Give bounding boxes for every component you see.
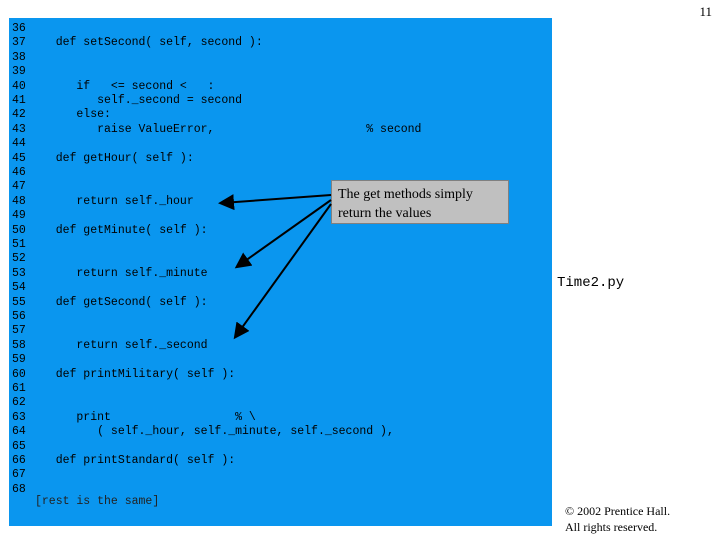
- line-number: 40: [12, 79, 26, 93]
- line-number: 55: [12, 295, 26, 309]
- code-text: if <= second < :: [35, 79, 215, 93]
- code-line: 53 return self._minute: [9, 267, 549, 281]
- code-line: 41 self._second = second: [9, 94, 549, 108]
- code-line: 61: [9, 382, 549, 396]
- code-line: 45 def getHour( self ):: [9, 152, 549, 166]
- code-line: 49: [9, 209, 549, 223]
- code-text: raise ValueError, % second: [35, 122, 422, 136]
- code-text: def getHour( self ):: [35, 151, 194, 165]
- copyright-notice: © 2002 Prentice Hall. All rights reserve…: [565, 503, 670, 535]
- code-text: ( self._hour, self._minute, self._second…: [35, 425, 394, 439]
- code-line: 43 raise ValueError, % second: [9, 123, 549, 137]
- code-line: 63 print % \: [9, 411, 549, 425]
- line-number: 50: [12, 223, 26, 237]
- line-number: 67: [12, 468, 26, 482]
- arrow-to-return-minute: [234, 199, 332, 269]
- code-line: 55 def getSecond( self ):: [9, 296, 549, 310]
- code-line: 42 else:: [9, 108, 549, 122]
- copyright-line-1: © 2002 Prentice Hall.: [565, 504, 671, 518]
- code-line: 51: [9, 238, 549, 252]
- code-line: 67: [9, 468, 549, 482]
- code-line: 62: [9, 396, 549, 410]
- code-line: 50 def getMinute( self ):: [9, 224, 549, 238]
- line-number: 52: [12, 252, 26, 266]
- code-text: def getSecond( self ):: [35, 295, 208, 309]
- line-number: 38: [12, 50, 26, 64]
- line-number: 49: [12, 209, 26, 223]
- code-line: 65: [9, 440, 549, 454]
- code-line: 56: [9, 310, 549, 324]
- code-line: 44: [9, 137, 549, 151]
- line-number: 59: [12, 353, 26, 367]
- code-text: return self._second: [35, 338, 208, 352]
- line-number: 46: [12, 166, 26, 179]
- code-text: return self._hour: [35, 194, 194, 208]
- line-number: 56: [12, 310, 26, 323]
- line-number: 66: [12, 454, 26, 467]
- line-number: 44: [12, 137, 26, 151]
- line-number: 48: [12, 194, 26, 208]
- code-text: print % \: [35, 410, 256, 424]
- code-text: else:: [35, 108, 111, 122]
- code-text: def printMilitary( self ):: [35, 367, 236, 381]
- code-line: 59: [9, 353, 549, 367]
- code-line: 37 def setSecond( self, second ):: [9, 36, 549, 50]
- code-line: 54: [9, 281, 549, 295]
- code-line: 39: [9, 65, 549, 79]
- code-text: return self._minute: [35, 266, 208, 280]
- code-text: def getMinute( self ):: [35, 223, 208, 237]
- line-number: 57: [12, 324, 26, 338]
- line-number: 58: [12, 338, 26, 352]
- code-line: 36: [9, 22, 549, 36]
- code-line: 68: [9, 483, 549, 497]
- filename-label: Time2.py: [557, 275, 625, 291]
- line-number: 41: [12, 94, 26, 107]
- code-line: 57: [9, 324, 549, 338]
- page-number: 11: [699, 4, 712, 19]
- line-number: 60: [12, 367, 26, 381]
- line-number: 39: [12, 65, 26, 79]
- code-line: 40 if <= second < :: [9, 80, 549, 94]
- code-line: 47: [9, 180, 549, 194]
- line-number: 54: [12, 281, 26, 295]
- line-number: 43: [12, 122, 26, 136]
- code-text: def setSecond( self, second ):: [35, 36, 263, 50]
- line-number: 61: [12, 382, 26, 395]
- line-number: 53: [12, 266, 26, 280]
- line-number: 45: [12, 151, 26, 165]
- copyright-line-2: All rights reserved.: [565, 520, 658, 534]
- line-number: 51: [12, 238, 26, 251]
- rest-note: [rest is the same]: [35, 495, 160, 508]
- code-line: 66 def printStandard( self ):: [9, 454, 549, 468]
- code-line: 60 def printMilitary( self ):: [9, 368, 549, 382]
- line-number: 47: [12, 180, 26, 194]
- line-number: 64: [12, 425, 26, 439]
- line-number: 63: [12, 410, 26, 424]
- line-number: 42: [12, 108, 26, 122]
- code-text: self._second = second: [35, 94, 243, 107]
- code-line: 52: [9, 252, 549, 266]
- line-number: 62: [12, 396, 26, 410]
- code-text: def printStandard( self ):: [35, 454, 236, 467]
- code-line: 48 return self._hour: [9, 195, 549, 209]
- code-line: 64 ( self._hour, self._minute, self._sec…: [9, 425, 549, 439]
- code-line: 38: [9, 51, 549, 65]
- arrow-to-return-second: [233, 203, 332, 340]
- callout-box: The get methods simply return the values: [331, 180, 509, 224]
- arrow-to-return-hour: [218, 194, 332, 211]
- code-line: 58 return self._second: [9, 339, 549, 353]
- line-number: 36: [12, 22, 26, 35]
- line-number: 37: [12, 36, 26, 50]
- line-number: 65: [12, 439, 26, 453]
- code-line: 46: [9, 166, 549, 180]
- line-number: 68: [12, 482, 26, 496]
